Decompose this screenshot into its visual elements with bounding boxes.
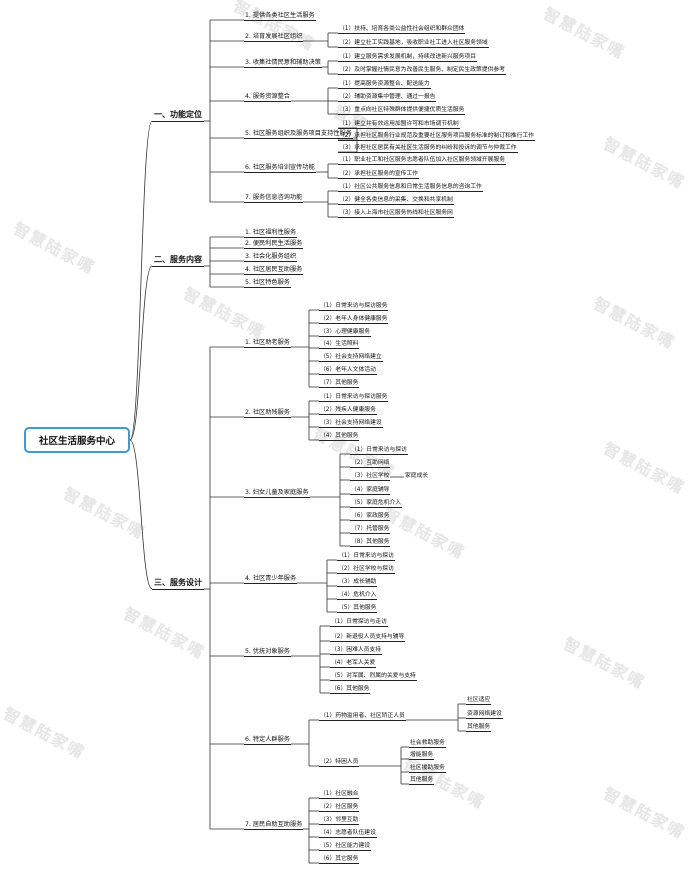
l2-node: 4. 服务资源整合	[244, 93, 291, 102]
l2-node: 7. 服务信息咨询功能	[244, 194, 304, 203]
root-node: 社区生活服务中心	[24, 427, 130, 453]
l3-node: （3）心理健康服务	[319, 329, 372, 337]
l3-node: （1）建立并有效运用加盟许可和市场调节机制	[338, 121, 460, 129]
l2-node: 7. 居民自助互助服务	[244, 821, 304, 830]
l2-node: 1. 社区福利性服务	[244, 229, 298, 238]
l3-node: （2）承担社区服务行业规范及重要社区服务项目服务标准的制订和推行工作	[338, 133, 535, 141]
l2-node: 2. 培育发展社区组织	[244, 33, 304, 42]
l2-node: 2. 便民利民生活服务	[244, 240, 304, 249]
l3-node: （7）其他服务	[319, 380, 360, 388]
l3-node: （2）新退役人员支持与辅导	[330, 634, 406, 642]
l3-node: （3）接入上海市社区服务热线和社区服务网	[338, 210, 454, 218]
l3-node: （5）对军属、烈属的关爱与支持	[330, 673, 417, 681]
l1-node: 二、服务内容	[152, 254, 204, 267]
l3-node: （2）辅助资源集中管理、通过一报告	[338, 94, 437, 102]
l2-node: 6. 特定人群服务	[244, 736, 291, 745]
l3-node: （1）日常来访与探访服务	[319, 303, 389, 311]
connector	[129, 439, 153, 590]
l3-node: （4）志愿者队伍建设	[319, 830, 377, 838]
l3-node: （2）老年人身体健康服务	[319, 316, 389, 324]
l3-node: （4）家庭辅导	[350, 487, 391, 495]
l3-node: （6）其它服务	[319, 856, 360, 864]
l3-node: （6）其他服务	[330, 686, 371, 694]
l3-node: （3）邻里互助	[319, 817, 360, 825]
l3-node: （2）特困人员	[319, 759, 360, 767]
l3-node: （2）互助网络	[350, 460, 391, 468]
l3-node: （3）困难人员支持	[330, 647, 383, 655]
l3-node: （3）承担社区居民有关社区生活服务的纠纷和投诉的调节与仲裁工作	[338, 145, 518, 153]
l3-node: （4）生活照料	[319, 341, 360, 349]
l3-node: （1）社区融合	[319, 791, 360, 799]
l4-node: 社区援助服务	[409, 765, 446, 773]
l4-node: 资源网络建设	[466, 711, 503, 719]
l3-node: （1）扶持、培育各类公益性社会组织和群众团体	[338, 26, 466, 34]
l3-node: （4）危机介入	[337, 592, 378, 600]
l2-node: 4. 社区青少年服务	[244, 575, 298, 584]
connector	[129, 265, 153, 441]
l3-node: （1）建立服务需求发展机制，持续改进新兴服务项目	[338, 54, 478, 62]
l2-node: 1. 提供各类社区生活服务	[244, 12, 316, 21]
l2-node: 6. 社区服务培训宣传功能	[244, 164, 316, 173]
l3-node: （1）社区公共服务信息和日常生活服务信息的咨询工作	[338, 184, 483, 192]
l2-node: 5. 社区特色服务	[244, 279, 291, 288]
l3-node: （3）社会支持网络建设	[319, 420, 383, 428]
l4-node: 家庭成长	[405, 473, 429, 479]
l3-node: （2）建立社工实践基地，吸收职业社工进入社区服务领域	[338, 40, 489, 48]
l3-node: （6）家政服务	[350, 513, 391, 521]
l3-node: （4）其他服务	[319, 433, 360, 441]
l4-node: 增能服务	[409, 752, 435, 760]
l2-node: 3. 收集社情民意和辅助决策	[244, 59, 322, 68]
l2-node: 5. 优抚对象服务	[244, 648, 291, 657]
l2-node: 3. 社会化服务组织	[244, 253, 298, 262]
l3-node: （5）社会支持网络建立	[319, 354, 383, 362]
l2-node: 4. 社区居民互助服务	[244, 266, 304, 275]
l3-node: （3）社区学校	[350, 473, 391, 481]
l3-node: （5）家庭危机介入	[350, 500, 403, 508]
l3-node: （2）社区学校与探访	[337, 566, 395, 574]
l3-node: （8）其他服务	[350, 539, 391, 547]
l1-node: 三、服务设计	[152, 577, 204, 590]
l3-node: （2）社区服务	[319, 804, 360, 812]
l3-node: （1）日常来访与探访	[337, 553, 395, 561]
l4-node: 其他服务	[466, 724, 492, 732]
l3-node: （2）残疾人健康服务	[319, 407, 377, 415]
l4-node: 社会救助服务	[409, 740, 446, 748]
l3-node: （4）老军人关爱	[330, 660, 377, 668]
connector	[129, 120, 153, 441]
l3-node: （3）成长辅助	[337, 579, 378, 587]
l4-node: 社区适应	[466, 697, 492, 705]
l3-node: （1）日常来访与探访服务	[319, 394, 389, 402]
l4-node: 其他服务	[409, 777, 435, 785]
l3-node: （1）药物滥用者、社区矫正人员	[319, 713, 406, 721]
l3-node: （6）老年人文体活动	[319, 367, 377, 375]
l2-node: 1. 社区助老服务	[244, 339, 291, 348]
l3-node: （1）日常来访与探访	[350, 447, 408, 455]
l2-node: 5. 社区服务组织及服务项目支持性服务	[244, 130, 353, 139]
l3-node: （1）提高服务资源整合、配送能力	[338, 81, 431, 89]
l3-node: （5）其他服务	[337, 605, 378, 613]
l3-node: （5）社区能力建设	[319, 843, 372, 851]
l1-node: 一、功能定位	[152, 109, 204, 122]
l3-node: （3）重点向社区特殊群体提供便捷优质生活服务	[338, 107, 466, 115]
l2-node: 3. 妇女儿童及家庭服务	[244, 489, 310, 498]
l3-node: （2）及时掌握社情民意为改善民生服务、制定民生政策提供参考	[338, 67, 507, 75]
l3-node: （1）日常探访与走访	[330, 619, 388, 627]
l2-node: 2. 社区助残服务	[244, 409, 291, 418]
l3-node: （2）健全各类信息的采集、交换和共享机制	[338, 197, 454, 205]
l3-node: （2）承担社区服务的宣传工作	[338, 171, 420, 179]
l3-node: （7）托管服务	[350, 526, 391, 534]
l3-node: （1）职业社工和社区服务志愿者队伍加入社区服务领域开展服务	[338, 157, 507, 165]
